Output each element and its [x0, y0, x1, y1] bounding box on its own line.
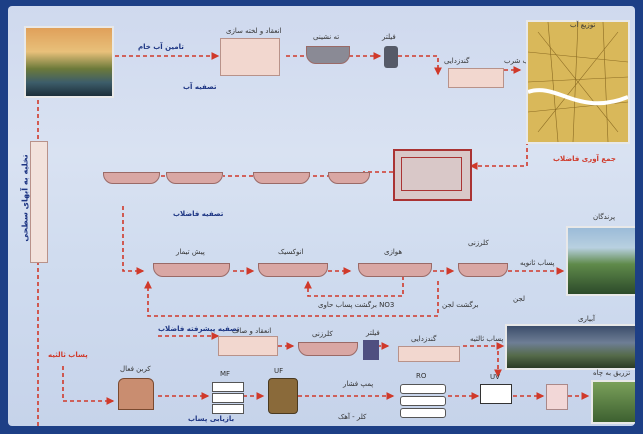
discharge-label: تخلیه به آبهای سطحی [20, 154, 30, 242]
carbon-tank [118, 378, 154, 410]
coag-floc-box [220, 38, 280, 76]
chlorine-lime-label: کلر - آهک [338, 413, 367, 421]
raw-water-photo [24, 26, 114, 98]
chlorination-tank [458, 263, 508, 277]
return-no3-label: برگشت پساب حاوی NO3 [318, 301, 395, 309]
environment-label: پرندگان [593, 213, 616, 221]
city-map [526, 20, 630, 144]
collection-inner [401, 157, 462, 191]
tray-4 [328, 172, 370, 184]
tertiary-effluent-label: پساب ثالثیه [470, 335, 504, 343]
carbon-label: کربن فعال [120, 365, 151, 373]
mf-module [212, 382, 244, 424]
return-sludge-label: برگشت لجن [442, 301, 479, 309]
tray-3 [253, 172, 310, 184]
irrigation-photo [505, 324, 635, 370]
mf-label: MF [220, 370, 231, 378]
pretreat-label: پیش تیمار [176, 248, 205, 256]
ro-module [400, 384, 446, 422]
advanced-treatment-label: تصفیه پیشرفته فاضلاب [158, 325, 240, 333]
disinfection-top-box [448, 68, 504, 88]
filter2-label: فیلتر [366, 329, 380, 337]
disinfection2-label: گندزدایی [411, 335, 437, 343]
anoxic-label: انوکسیک [278, 248, 304, 256]
chlor2-tank [298, 342, 358, 356]
tray-1 [103, 172, 160, 184]
wastewater-treatment-label: تصفیه فاضلاب [173, 210, 224, 218]
reuse-label: بازیابی پساب [188, 415, 235, 423]
uv-label: UV [490, 373, 500, 381]
chlor2-label: کلرزنی [312, 330, 333, 338]
ro-label: RO [416, 372, 427, 380]
diagram-panel: تامین آب خام انعقاد و لخته سازی ته نشینی… [8, 6, 635, 426]
irrigation-label: آبیاری [578, 315, 595, 323]
sludge-label: لجن [513, 295, 525, 303]
storage-tank [546, 384, 568, 410]
recharge-photo [591, 380, 635, 424]
collection-label: جمع آوری فاضلاب [553, 155, 616, 163]
settling-tank [306, 46, 350, 64]
tray-2 [166, 172, 223, 184]
raw-water-label: تامین آب خام [138, 43, 184, 51]
tertiary-left-label: پساب ثالثیه [48, 351, 88, 359]
distribution-label: توزیع آب [570, 21, 596, 29]
coag2-box [218, 336, 278, 356]
disinfection2-box [398, 346, 460, 362]
secondary-effluent-label: پساب ثانویه [520, 259, 555, 267]
discharge-box [30, 141, 48, 263]
aerobic-tank [358, 263, 432, 277]
coag-floc-label: انعقاد و لخته سازی [226, 27, 282, 35]
chlorination-label: کلرزنی [468, 239, 489, 247]
filter-top-label: فیلتر [382, 33, 396, 41]
disinfection-top-label: گندزدایی [444, 57, 470, 65]
uv-unit [480, 384, 512, 404]
water-treatment-label: تصفیه آب [183, 83, 217, 91]
wetland-photo [566, 226, 635, 296]
settling-label: ته نشینی [313, 33, 340, 41]
aerobic-label: هوازی [384, 248, 403, 256]
pretreat-tank [153, 263, 230, 277]
anoxic-tank [258, 263, 328, 277]
drinking-water-label: آب شرب [504, 57, 532, 65]
soil-recharge-label: تزریق به چاه [593, 369, 631, 377]
uf-tank [268, 378, 298, 414]
filter2-icon [363, 340, 379, 360]
coag2-label: انعقاد و صاف [232, 327, 272, 335]
filter-top-icon [384, 46, 398, 68]
uf-label: UF [274, 367, 284, 375]
pump-label: پمپ فشار [343, 380, 374, 388]
